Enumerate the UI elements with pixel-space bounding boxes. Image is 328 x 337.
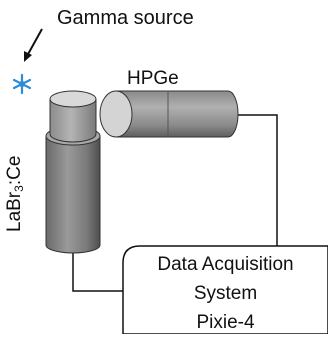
labr-detector (45, 90, 101, 254)
labr-label-suffix: :Ce (4, 155, 25, 186)
labr-label-subscript: 3 (12, 185, 26, 192)
cable-labr-to-daq (72, 253, 123, 292)
source-arrow (24, 28, 43, 62)
daq-box (122, 245, 328, 334)
hpge-label: HPGe (127, 68, 179, 89)
daq-label-line1: Data Acquisition (157, 254, 294, 275)
daq-label-line3: Pixie-4 (196, 312, 255, 333)
gamma-source-star-icon (12, 73, 32, 95)
daq-label-line2: System (193, 283, 258, 304)
labr-label-prefix: LaBr (4, 191, 25, 232)
hpge-detector (99, 90, 239, 138)
daq-label: Data Acquisition System Pixie-4 (123, 250, 328, 337)
cable-hpge-to-daq (236, 114, 278, 248)
labr-label: LaBr3:Ce (4, 156, 26, 232)
gamma-source-label: Gamma source (57, 7, 194, 29)
